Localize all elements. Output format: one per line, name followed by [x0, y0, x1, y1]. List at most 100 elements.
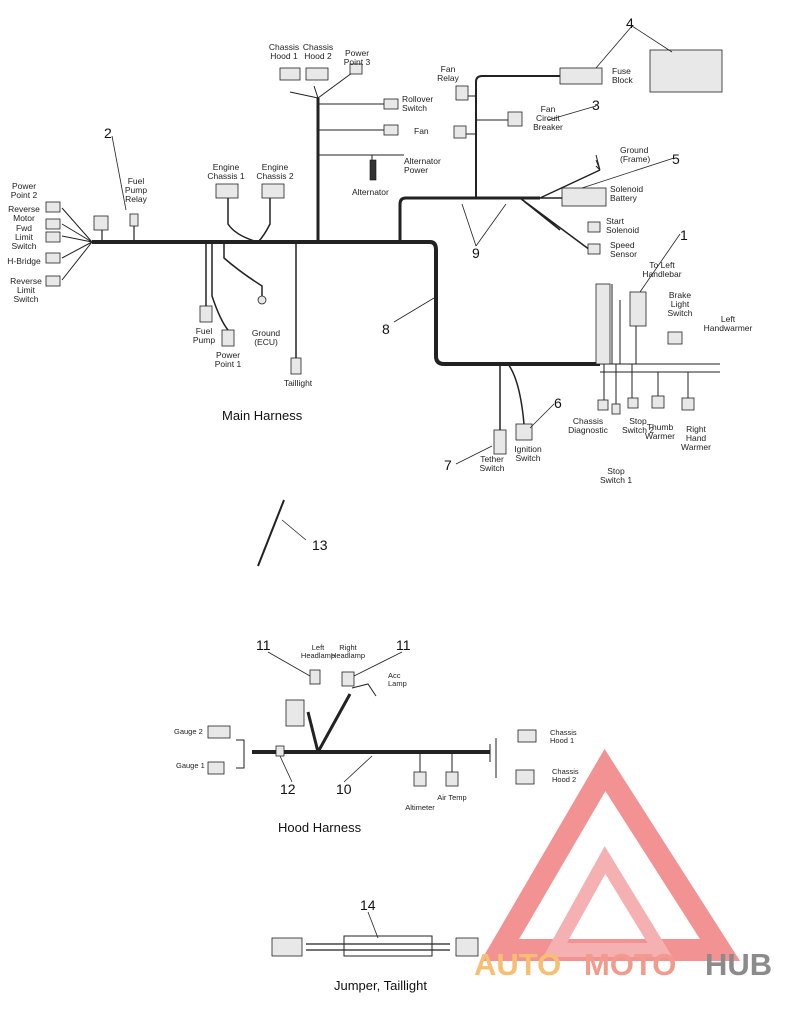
connector-hood-chassis-hood-1	[517, 729, 537, 743]
connector-start-solenoid	[587, 221, 601, 233]
label-air-temp: Air Temp	[437, 793, 466, 802]
connector-solenoid-battery	[561, 187, 607, 207]
label-altimeter: Altimeter	[405, 803, 435, 812]
connector-fan-relay	[455, 85, 469, 101]
connector-chassis-hood-2	[305, 67, 329, 81]
connector-stop-switch-2	[627, 397, 639, 409]
connector-hood-relay	[285, 699, 305, 727]
callout-11-left: 11	[256, 637, 271, 653]
connector-fan	[383, 124, 399, 136]
callout-7: 7	[444, 457, 452, 473]
connector-air-temp	[445, 771, 459, 787]
title-jumper-taillight: Jumper, Taillight	[334, 978, 427, 993]
label-alternator: Alternator	[352, 187, 389, 197]
connector-fuel-pump-relay-block	[93, 215, 109, 231]
main-harness-wiring	[61, 69, 720, 430]
watermark-moto: MOTO	[584, 947, 676, 982]
connector-fuel-pump	[199, 305, 213, 323]
callout-5: 5	[672, 151, 680, 167]
handlebar-connector-block	[595, 283, 611, 365]
callout-14: 14	[360, 897, 376, 913]
callout-8: 8	[382, 321, 390, 337]
connector-left-headlamp	[309, 669, 321, 685]
connector-ignition-switch	[515, 423, 533, 441]
label-ground-ecu: Ground(ECU)	[252, 328, 281, 347]
connector-right-hand-warmer	[681, 397, 695, 411]
connector-h-bridge	[45, 252, 61, 264]
connector-item-12	[275, 745, 285, 757]
callout-2: 2	[104, 125, 112, 141]
callout-13: 13	[312, 537, 328, 553]
watermark-hub: HUB	[705, 947, 772, 982]
connector-engine-chassis-2	[261, 183, 285, 199]
connector-gauge-2	[207, 725, 231, 739]
connector-rollover-switch	[383, 98, 399, 110]
callout-9: 9	[472, 245, 480, 261]
connector-jumper-right	[455, 937, 479, 957]
connector-fan-circuit-breaker	[507, 111, 523, 127]
connector-altimeter	[413, 771, 427, 787]
automotohub-watermark-logo: AUTO MOTO HUB	[474, 748, 772, 982]
connector-thumb-warmer	[651, 395, 665, 409]
connector-fwd-limit-switch	[45, 231, 61, 243]
callout-3: 3	[592, 97, 600, 113]
callout-11-right: 11	[396, 637, 411, 653]
connector-stop-switch-1	[611, 403, 621, 415]
connector-taillight	[290, 357, 302, 375]
label-fan: Fan	[414, 126, 429, 136]
label-taillight: Taillight	[284, 378, 313, 388]
connector-reverse-motor	[45, 218, 61, 230]
callout-4: 4	[626, 15, 634, 31]
connector-tether-switch	[493, 429, 507, 455]
connector-to-left-handlebar	[629, 291, 647, 327]
item-13-wire	[257, 499, 285, 567]
connector-power-point-1	[221, 329, 235, 347]
jumper-taillight: 14 Jumper, Taillight	[271, 897, 479, 993]
connector-engine-chassis-1	[215, 183, 239, 199]
callout-10: 10	[336, 781, 352, 797]
callout-1: 1	[680, 227, 688, 243]
label-gauge-2: Gauge 2	[174, 727, 203, 736]
connector-chassis-hood-1	[279, 67, 301, 81]
connector-fuel-pump-relay	[129, 213, 139, 227]
callout-6: 6	[554, 395, 562, 411]
connector-speed-sensor	[587, 243, 601, 255]
label-gauge-1: Gauge 1	[176, 761, 205, 770]
connector-power-point-2	[45, 201, 61, 213]
connector-ground-ecu	[257, 295, 267, 305]
connector-right-headlamp	[341, 671, 355, 687]
connector-hood-chassis-hood-2	[515, 769, 535, 785]
